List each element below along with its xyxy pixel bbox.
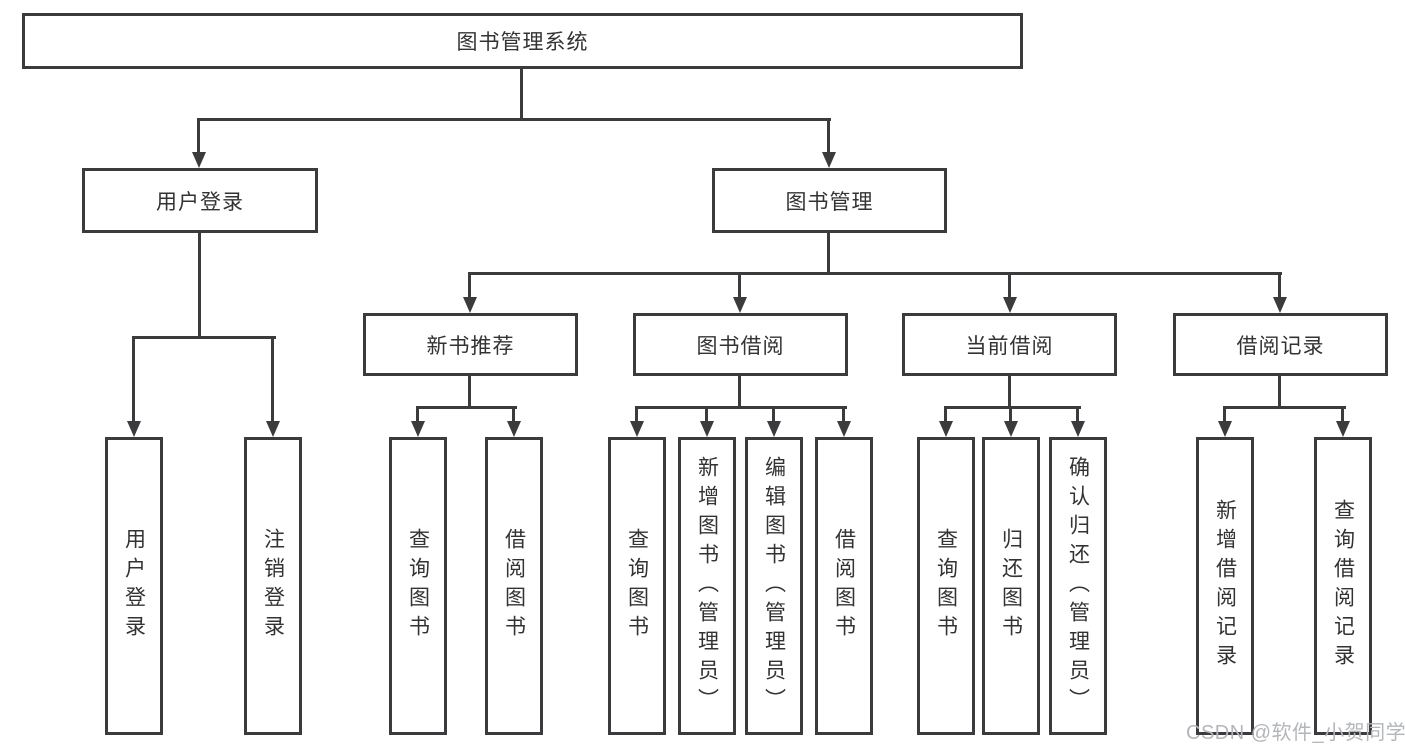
connector-drop-leaf [944,406,947,424]
arrowhead-down-icon [411,421,425,437]
leaf-rec-query-books: 查询图书 [389,437,447,735]
connector-book-management-split [468,272,1282,275]
node-new-book-rec-label: 新书推荐 [426,334,515,358]
leaf-rec-borrow-books-label: 借阅图书 [502,528,526,644]
connector-user-login-split [132,336,276,339]
connector-drop-login [132,336,135,424]
leaf-borrow-query-books: 查询图书 [608,437,666,735]
connector-root-stem [520,69,523,121]
node-borrow-records: 借阅记录 [1173,313,1388,376]
connector-current-borrow-split [944,406,1081,409]
arrowhead-down-icon [822,152,836,168]
leaf-user-login: 用户登录 [105,437,163,735]
node-borrow-records-label: 借阅记录 [1236,334,1325,358]
node-book-borrow-label: 图书借阅 [696,334,785,358]
connector-book-borrow-split [635,406,847,409]
connector-drop-leaf [512,406,515,424]
arrowhead-down-icon [1004,421,1018,437]
leaf-add-books-admin-label: 新增图书︵管理员︶ [695,455,719,717]
node-library-system: 图书管理系统 [22,13,1023,69]
arrowhead-down-icon [700,421,714,437]
connector-borrow-records-split [1223,406,1346,409]
connector-drop-leaf [1076,406,1079,424]
connector-user-login-stem [198,233,201,339]
node-user-login-label: 用户登录 [156,190,244,214]
leaf-add-borrow-record: 新增借阅记录 [1196,437,1254,735]
leaf-query-borrow-record-label: 查询借阅记录 [1331,499,1355,673]
arrowhead-down-icon [767,421,781,437]
node-book-management-label: 图书管理 [785,190,874,214]
connector-drop-leaf [1009,406,1012,424]
leaf-current-query-books-label: 查询图书 [934,528,958,644]
connector-root-split [197,118,831,121]
watermark: CSDN @软件_小贺同学 [1186,722,1405,744]
arrowhead-down-icon [507,421,521,437]
connector-drop-current-borrow [1008,272,1011,300]
node-book-borrow: 图书借阅 [633,313,848,376]
connector-drop-leaf [1223,406,1226,424]
connector-drop-book-borrow [738,272,741,300]
node-book-management: 图书管理 [712,168,947,233]
arrowhead-down-icon [837,421,851,437]
leaf-add-borrow-record-label: 新增借阅记录 [1213,499,1237,673]
node-current-borrow: 当前借阅 [902,313,1117,376]
connector-drop-book-management [827,118,830,154]
leaf-query-borrow-record: 查询借阅记录 [1314,437,1372,735]
arrowhead-down-icon [939,421,953,437]
connector-drop-leaf [705,406,708,424]
node-user-login: 用户登录 [82,168,318,233]
arrowhead-down-icon [1273,297,1287,313]
leaf-borrow-books-label: 借阅图书 [832,528,856,644]
leaf-confirm-return-admin-label: 确认归还︵管理员︶ [1066,455,1090,717]
arrowhead-down-icon [1336,421,1350,437]
arrowhead-down-icon [192,152,206,168]
connector-drop-leaf [772,406,775,424]
arrowhead-down-icon [1218,421,1232,437]
connector-book-management-stem [827,233,830,275]
connector-current-borrow-stem [1008,376,1011,409]
connector-new-book-rec-split [416,406,517,409]
connector-drop-leaf [416,406,419,424]
connector-drop-new-book-rec [468,272,471,300]
connector-new-book-rec-stem [468,376,471,409]
leaf-return-books-label: 归还图书 [999,528,1023,644]
leaf-rec-query-books-label: 查询图书 [406,528,430,644]
connector-book-borrow-stem [738,376,741,409]
connector-drop-borrow-records [1278,272,1281,300]
connector-drop-leaf [635,406,638,424]
leaf-rec-borrow-books: 借阅图书 [485,437,543,735]
leaf-edit-books-admin-label: 编辑图书︵管理员︶ [762,455,786,717]
arrowhead-down-icon [1003,297,1017,313]
node-current-borrow-label: 当前借阅 [965,334,1054,358]
leaf-add-books-admin: 新增图书︵管理员︶ [678,437,736,735]
leaf-borrow-books: 借阅图书 [815,437,873,735]
arrowhead-down-icon [266,421,280,437]
arrowhead-down-icon [733,297,747,313]
connector-drop-leaf [842,406,845,424]
connector-drop-leaf [1341,406,1344,424]
leaf-borrow-query-books-label: 查询图书 [625,528,649,644]
connector-borrow-records-stem [1278,376,1281,409]
node-new-book-rec: 新书推荐 [363,313,578,376]
connector-drop-user-login [197,118,200,154]
node-library-system-label: 图书管理系统 [456,31,589,54]
connector-drop-logout [271,336,274,424]
leaf-logout-label: 注销登录 [261,528,285,644]
arrowhead-down-icon [630,421,644,437]
leaf-return-books: 归还图书 [982,437,1040,735]
arrowhead-down-icon [1071,421,1085,437]
leaf-edit-books-admin: 编辑图书︵管理员︶ [745,437,803,735]
arrowhead-down-icon [463,297,477,313]
leaf-confirm-return-admin: 确认归还︵管理员︶ [1049,437,1107,735]
arrowhead-down-icon [127,421,141,437]
leaf-current-query-books: 查询图书 [917,437,975,735]
leaf-user-login-label: 用户登录 [122,528,146,644]
leaf-logout: 注销登录 [244,437,302,735]
